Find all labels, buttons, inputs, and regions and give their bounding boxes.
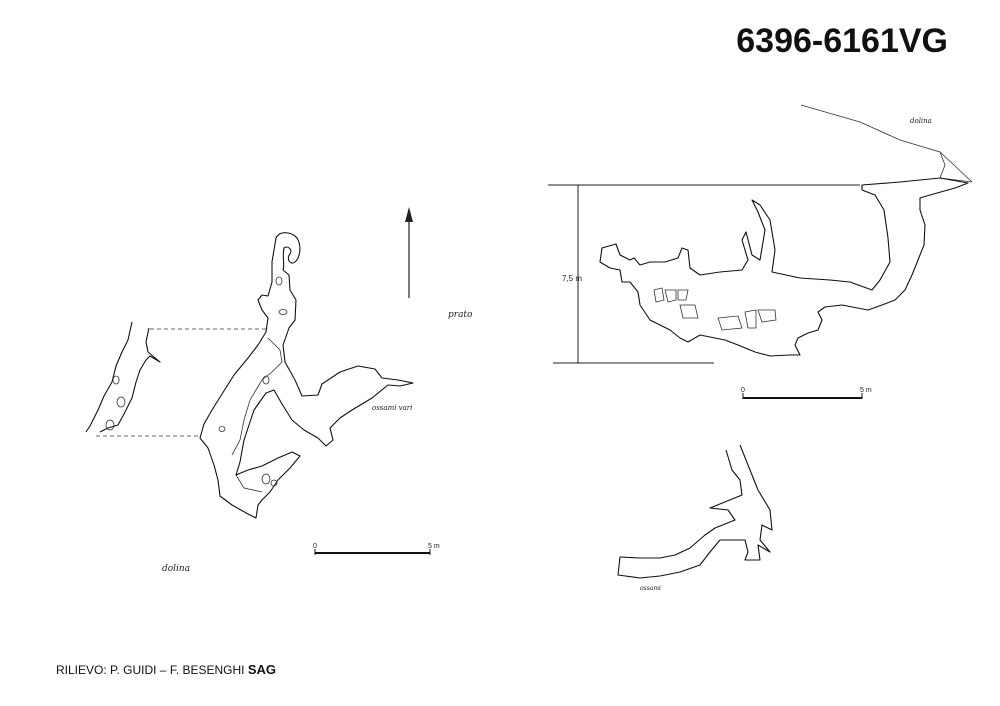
section-view: dolina 7,5 m 0 5 m	[548, 104, 973, 399]
section-height-label: 7,5 m	[562, 274, 582, 283]
credit-names: RILIEVO: P. GUIDI – F. BESENGHI	[56, 663, 245, 677]
plan-scale-end: 5 m	[428, 543, 440, 550]
section-scale-bar: 0 5 m	[741, 387, 872, 399]
north-arrow	[405, 207, 413, 298]
credit-organization: SAG	[247, 662, 277, 677]
plan-scale-start: 0	[313, 543, 317, 550]
cross-section-outline	[617, 444, 773, 579]
plan-side-profile	[85, 321, 161, 433]
section-scale-end: 5 m	[860, 387, 872, 394]
survey-title: 6396-6161VG	[736, 22, 948, 60]
survey-credit: RILIEVO: P. GUIDI – F. BESENGHI SAG	[56, 662, 276, 677]
section-scale-start: 0	[741, 387, 745, 394]
label-prato: prato	[448, 310, 473, 320]
section-cave-outline	[599, 177, 969, 357]
label-ossami-vari: ossami vari	[372, 404, 412, 412]
label-ossami-cross: ossami	[640, 585, 661, 592]
plan-cave-outline	[199, 232, 414, 519]
label-dolina-section: dolina	[910, 117, 932, 125]
plan-scale-bar: 0 5 m	[313, 543, 440, 555]
surface-line	[800, 104, 973, 183]
label-dolina-plan: dolina	[162, 564, 190, 574]
cross-section-view: ossami	[617, 444, 773, 592]
plan-view: prato ossami vari dolina 0 5 m	[85, 207, 473, 574]
plan-inner-loop	[231, 337, 283, 493]
